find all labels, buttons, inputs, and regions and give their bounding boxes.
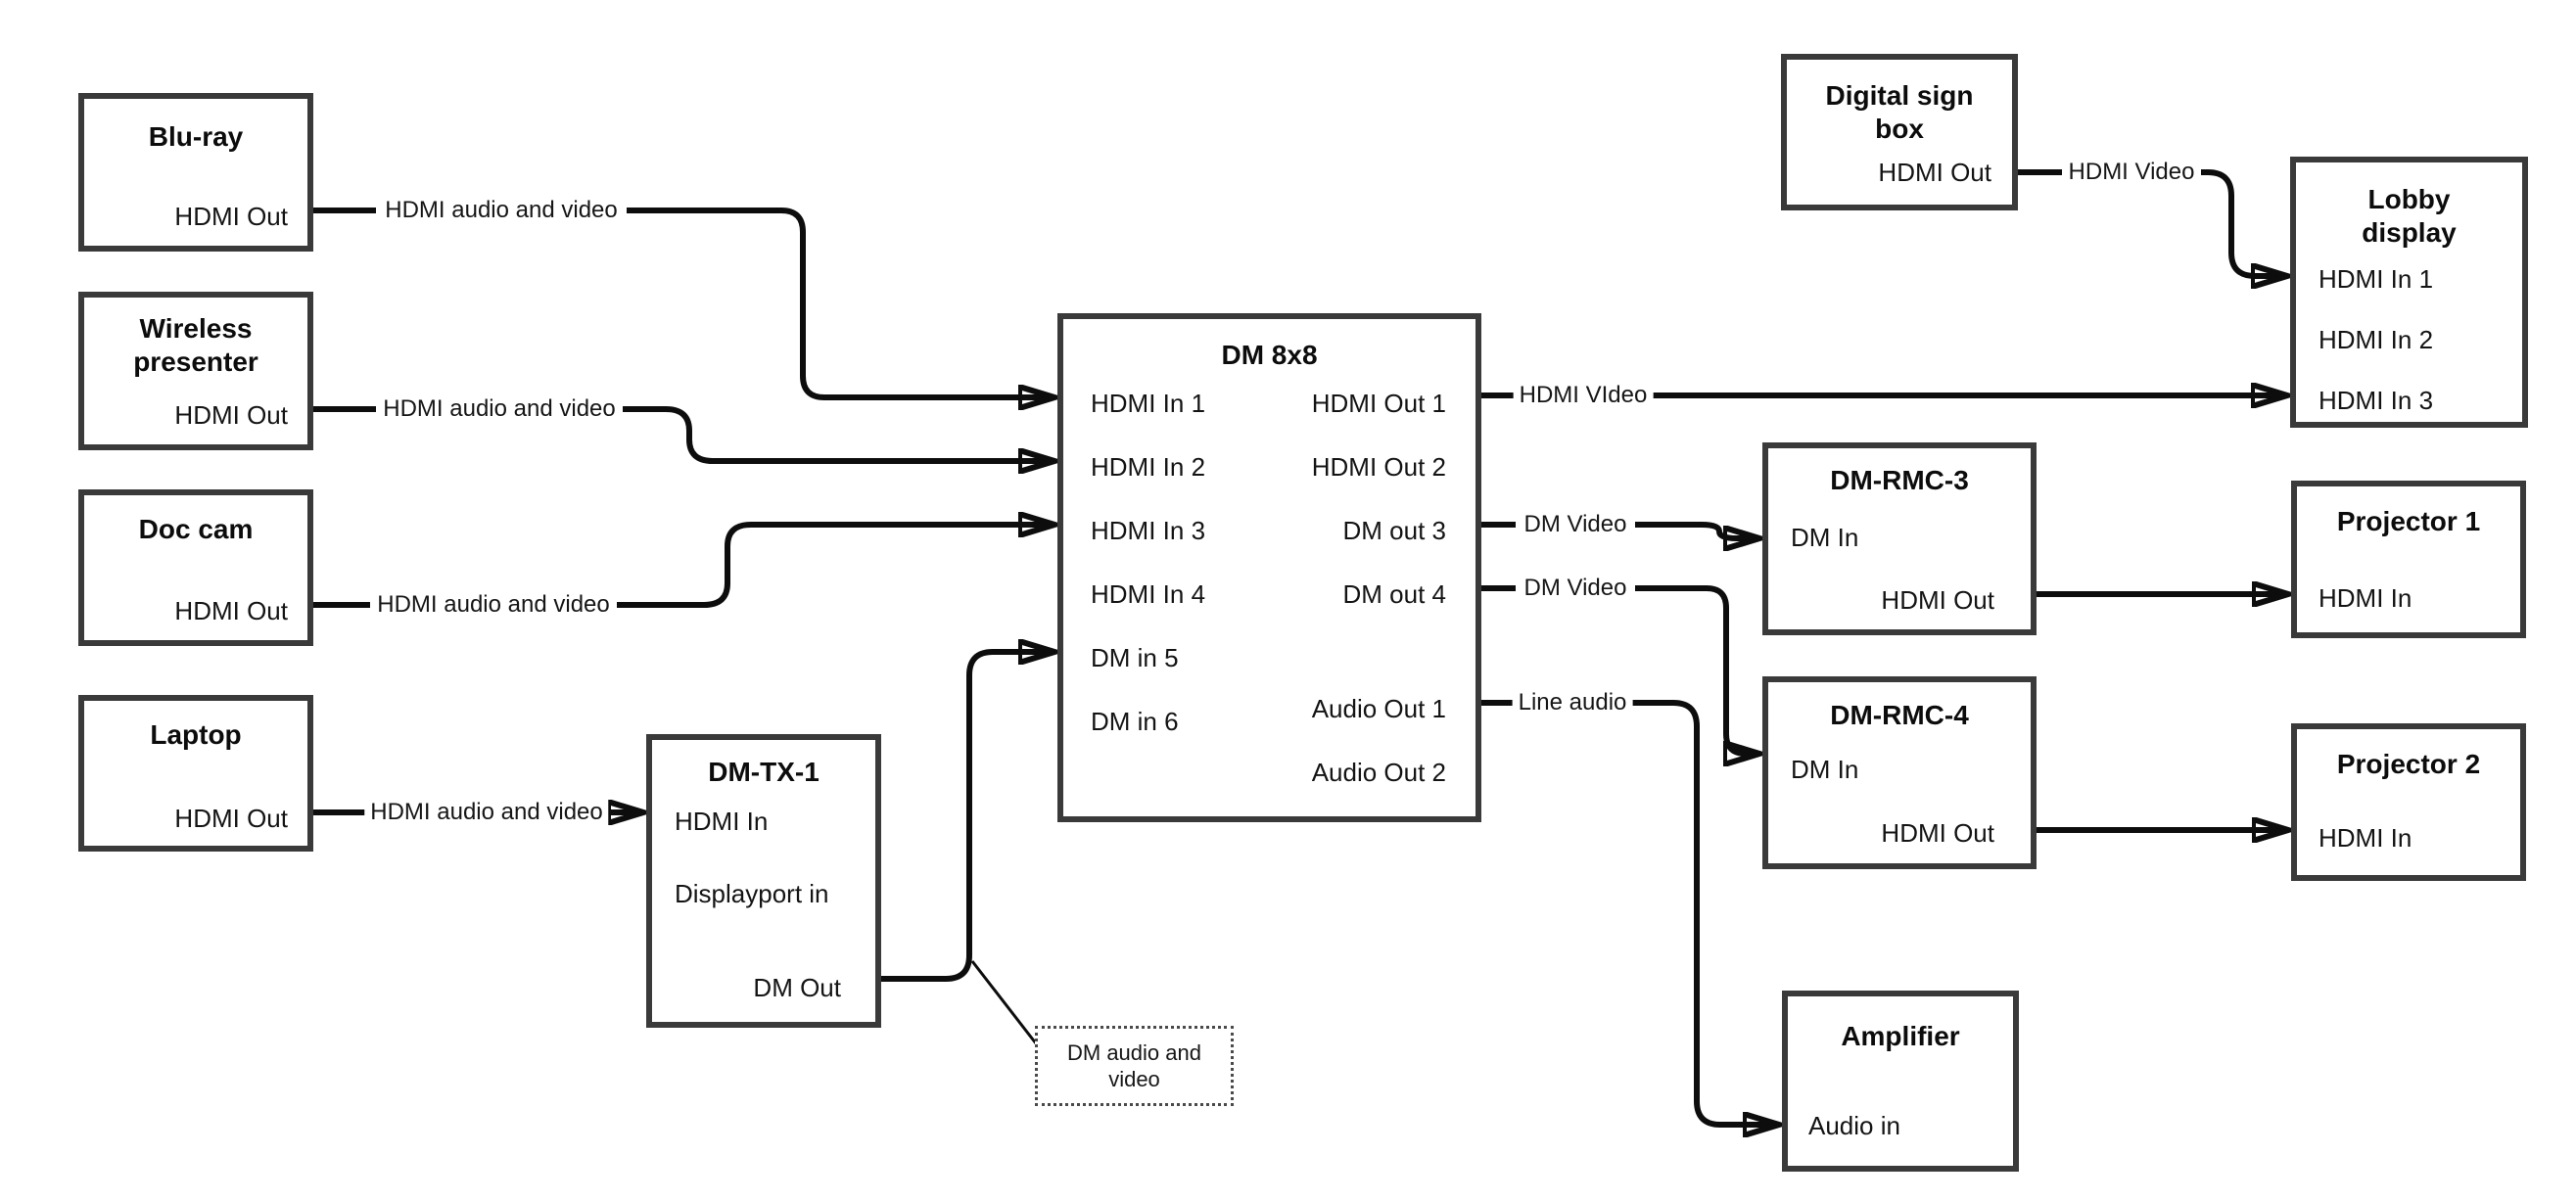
node-projector-2[interactable]: Projector 2 HDMI In <box>2291 723 2526 881</box>
connector-digitalsign-to-lobby <box>2201 169 2286 276</box>
node-title: Doc cam <box>138 514 254 544</box>
connection-label-doccam: HDMI audio and video <box>371 591 616 619</box>
connection-label-dm-video-3: DM Video <box>1518 511 1633 538</box>
node-blu-ray[interactable]: Blu-ray HDMI Out <box>78 93 313 252</box>
node-amplifier[interactable]: Amplifier Audio in <box>1782 991 2019 1172</box>
port-hdmi-in-1: HDMI In 1 <box>2318 264 2434 294</box>
node-dm-rmc-3[interactable]: DM-RMC-3 DM In HDMI Out <box>1762 442 2037 635</box>
node-dm-8x8[interactable]: DM 8x8 HDMI In 1 HDMI In 2 HDMI In 3 HDM… <box>1057 313 1481 822</box>
port-dm-out-3: DM out 3 <box>1342 516 1447 545</box>
node-title: Digital sign box <box>1825 80 1974 144</box>
port-dm-in: DM In <box>1791 523 1859 552</box>
annotation-leader-line <box>970 960 1038 1044</box>
connector-audioout1-to-amplifier <box>1631 700 1778 1125</box>
port-dm-out-4: DM out 4 <box>1342 579 1447 609</box>
port-audio-out-2: Audio Out 2 <box>1311 758 1446 787</box>
port-hdmi-out: HDMI Out <box>1878 158 1991 187</box>
port-hdmi-out: HDMI Out <box>174 202 288 231</box>
port-dm-in: DM In <box>1791 755 1859 784</box>
connection-label-dm-video-4: DM Video <box>1518 575 1633 602</box>
port-hdmi-in-2: HDMI In 2 <box>1091 452 1206 482</box>
connector-wireless-to-dm8x8 <box>623 406 1054 461</box>
node-title: Projector 2 <box>2336 749 2481 779</box>
connector-dmout4-to-rmc4 <box>1635 585 1758 754</box>
port-hdmi-in-3: HDMI In 3 <box>1091 516 1206 545</box>
annotation-note-text: DM audio and video <box>1067 1040 1201 1091</box>
port-hdmi-in: HDMI In <box>2318 583 2412 613</box>
node-lobby-display[interactable]: Lobby display HDMI In 1 HDMI In 2 HDMI I… <box>2290 157 2528 428</box>
connection-label-laptop: HDMI audio and video <box>364 799 609 826</box>
port-audio-in: Audio in <box>1808 1111 1900 1140</box>
connector-dmout3-to-rmc3 <box>1635 522 1758 538</box>
port-hdmi-in: HDMI In <box>2318 823 2412 853</box>
node-title: DM-TX-1 <box>708 757 820 787</box>
port-audio-out-1: Audio Out 1 <box>1311 694 1446 723</box>
node-title: DM 8x8 <box>1221 340 1318 370</box>
port-hdmi-out: HDMI Out <box>1881 585 1994 615</box>
port-dm-in-6: DM in 6 <box>1091 707 1179 736</box>
port-hdmi-in-1: HDMI In 1 <box>1091 389 1206 418</box>
port-hdmi-in-2: HDMI In 2 <box>2318 325 2434 354</box>
node-title: Laptop <box>150 719 242 750</box>
connection-label-bluray: HDMI audio and video <box>379 197 624 224</box>
connector-dmtx1-to-dm8x8 <box>881 652 1054 982</box>
port-hdmi-in-4: HDMI In 4 <box>1091 579 1206 609</box>
connector-doccam-to-dm8x8 <box>617 525 1054 608</box>
node-laptop[interactable]: Laptop HDMI Out <box>78 695 313 852</box>
port-hdmi-in-3: HDMI In 3 <box>2318 386 2434 415</box>
node-title: DM-RMC-4 <box>1830 700 1969 730</box>
node-digital-sign-box[interactable]: Digital sign box HDMI Out <box>1781 54 2018 210</box>
node-dm-tx-1[interactable]: DM-TX-1 HDMI In Displayport in DM Out <box>646 734 881 1028</box>
port-hdmi-out: HDMI Out <box>174 400 288 430</box>
port-displayport-in: Displayport in <box>675 879 829 908</box>
node-title: Wireless presenter <box>133 313 258 377</box>
node-wireless-presenter[interactable]: Wireless presenter HDMI Out <box>78 292 313 450</box>
node-dm-rmc-4[interactable]: DM-RMC-4 DM In HDMI Out <box>1762 676 2037 869</box>
node-title: Lobby display <box>2362 184 2457 248</box>
connection-label-wireless: HDMI audio and video <box>377 395 622 423</box>
port-dm-out: DM Out <box>753 973 841 1002</box>
node-projector-1[interactable]: Projector 1 HDMI In <box>2291 481 2526 638</box>
port-hdmi-out-1: HDMI Out 1 <box>1311 389 1446 418</box>
annotation-note: DM audio and video <box>1035 1026 1234 1106</box>
node-title: DM-RMC-3 <box>1830 465 1969 495</box>
node-title: Amplifier <box>1841 1021 1960 1051</box>
port-dm-in-5: DM in 5 <box>1091 643 1179 672</box>
port-hdmi-in: HDMI In <box>675 807 769 836</box>
connection-label-hdmi-video-sign: HDMI Video <box>2062 159 2201 186</box>
port-hdmi-out-2: HDMI Out 2 <box>1311 452 1446 482</box>
node-title: Blu-ray <box>148 121 244 152</box>
port-hdmi-out: HDMI Out <box>174 596 288 625</box>
port-hdmi-out: HDMI Out <box>1881 818 1994 848</box>
node-title: Projector 1 <box>2336 506 2481 536</box>
node-doc-cam[interactable]: Doc cam HDMI Out <box>78 489 313 646</box>
port-hdmi-out: HDMI Out <box>174 804 288 833</box>
connection-label-hdmi-video-out1: HDMI VIdeo <box>1513 382 1654 409</box>
connector-bluray-to-dm8x8 <box>627 208 1054 397</box>
connection-label-line-audio: Line audio <box>1512 689 1633 716</box>
